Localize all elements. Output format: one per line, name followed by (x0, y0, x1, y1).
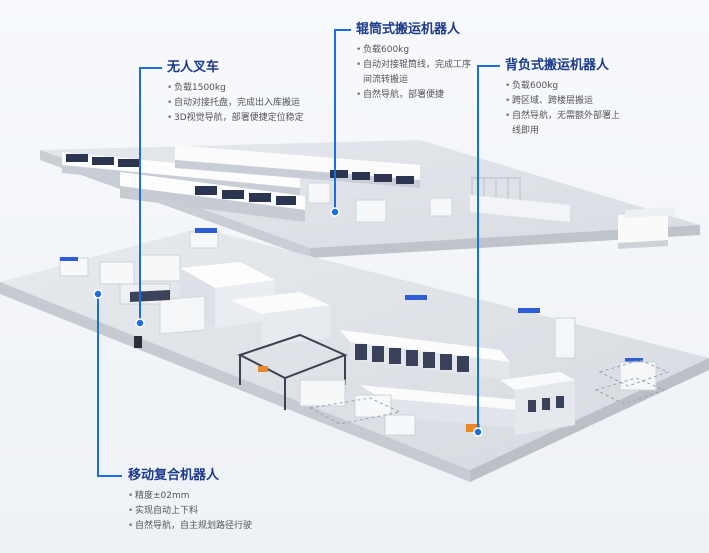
callout-title: 辊筒式搬运机器人 (356, 22, 461, 37)
callout-backpack-robot: 背负式搬运机器人 负载600kg 跨区域、跨楼层搬运 自然导航，无需额外部署上线… (505, 58, 626, 139)
callout-bullet: 负载600kg (505, 79, 626, 94)
upper-production-lines (62, 145, 675, 249)
callout-bullets: 精度±02mm 实现自动上下料 自然导航，自主规划路径行驶 (128, 489, 252, 534)
callout-bullets: 负载600kg 跨区域、跨楼层搬运 自然导航，无需额外部署上线即用 (505, 79, 626, 139)
callout-bullets: 负载1500kg 自动对接托盘，完成出入库搬运 3D视觉导航，部署便捷定位稳定 (167, 81, 304, 126)
callout-bullet: 自动对接辊筒线，完成工序间流转搬运 (356, 58, 475, 88)
callout-bullet: 自然导航，自主规划路径行驶 (128, 519, 252, 534)
callout-bullets: 负载600kg 自动对接辊筒线，完成工序间流转搬运 自然导航，部署便捷 (356, 43, 475, 103)
callout-forklift: 无人叉车 负载1500kg 自动对接托盘，完成出入库搬运 3D视觉导航，部署便捷… (167, 60, 304, 126)
callout-bullet: 负载1500kg (167, 81, 304, 96)
callout-bullet: 自然导航，部署便捷 (356, 88, 475, 103)
callout-bullet: 3D视觉导航，部署便捷定位稳定 (167, 111, 304, 126)
callout-title: 背负式搬运机器人 (505, 58, 610, 73)
callout-title: 移动复合机器人 (128, 468, 220, 483)
callout-bullet: 负载600kg (356, 43, 475, 58)
callout-mobile-robot: 移动复合机器人 精度±02mm 实现自动上下料 自然导航，自主规划路径行驶 (128, 468, 252, 534)
callout-title: 无人叉车 (167, 60, 220, 75)
callout-bullet: 自动对接托盘，完成出入库搬运 (167, 96, 304, 111)
callout-bullet: 自然导航，无需额外部署上线即用 (505, 109, 626, 139)
callout-bullet: 跨区域、跨楼层搬运 (505, 94, 626, 109)
callout-roller-robot: 辊筒式搬运机器人 负载600kg 自动对接辊筒线，完成工序间流转搬运 自然导航，… (356, 22, 475, 103)
lower-production-area (59, 228, 670, 436)
callout-bullet: 实现自动上下料 (128, 504, 252, 519)
callout-leaders (93, 29, 500, 477)
callout-bullet: 精度±02mm (128, 489, 252, 504)
